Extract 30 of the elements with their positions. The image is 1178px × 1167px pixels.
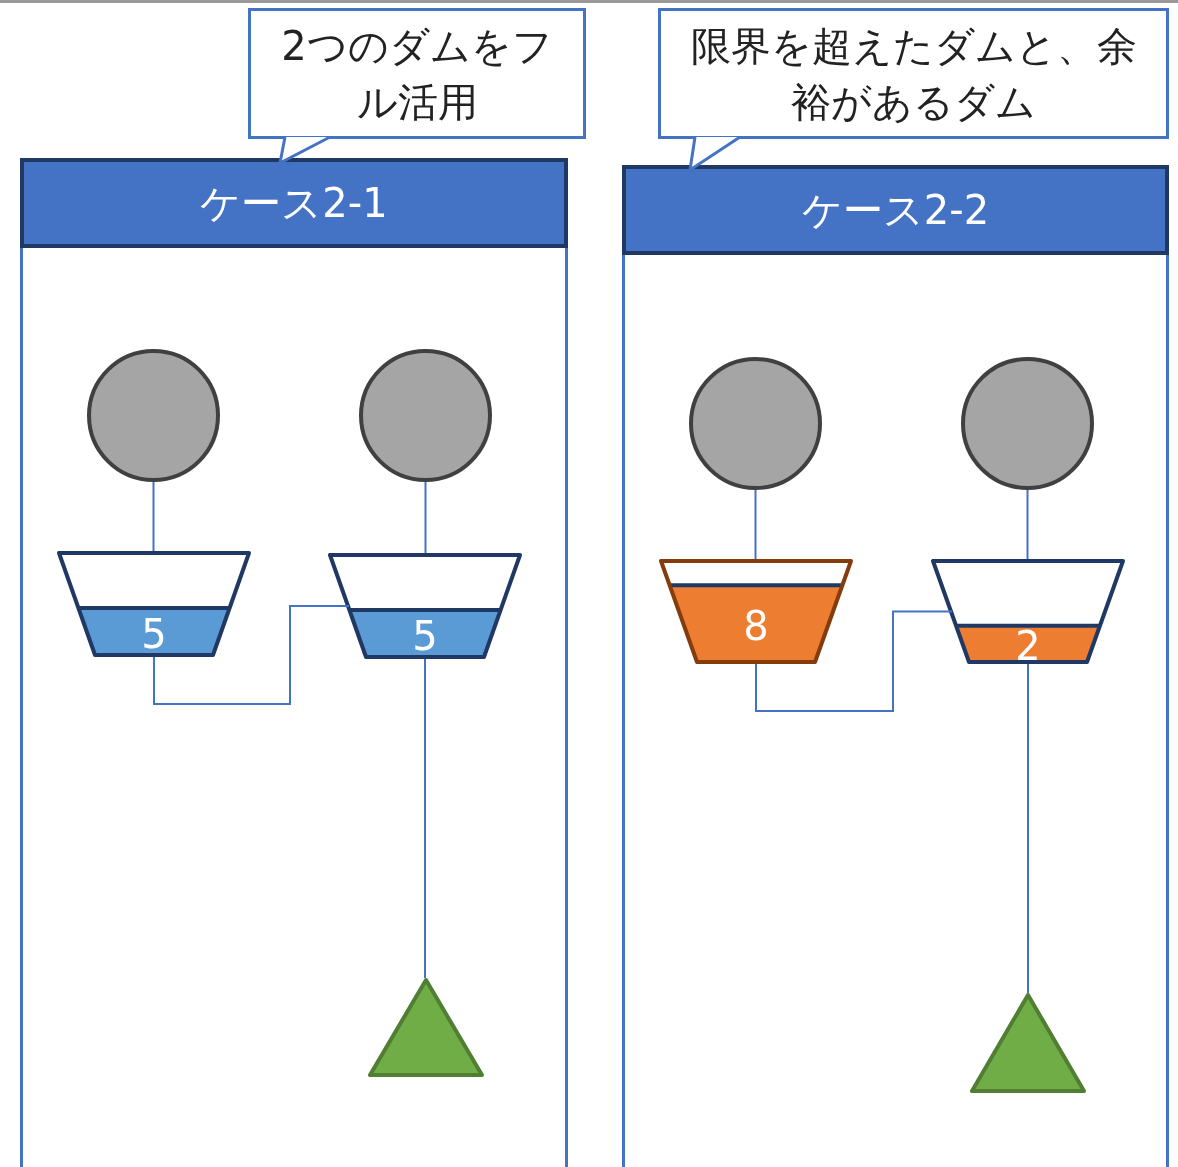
- connector-line: [1027, 663, 1029, 994]
- connector-line: [424, 658, 426, 979]
- callout-box: [248, 8, 586, 139]
- connector-line: [755, 610, 953, 712]
- dam-reservoir: [931, 559, 1125, 664]
- circle-node: [359, 349, 492, 482]
- triangle-node: [970, 993, 1086, 1093]
- water-level-number: 2: [1015, 625, 1041, 666]
- connector-line: [1026, 489, 1029, 560]
- connector-line: [754, 489, 757, 560]
- connector-line: [424, 481, 427, 554]
- triangle-node: [368, 978, 484, 1077]
- circle-node: [87, 349, 220, 482]
- circle-node: [961, 357, 1094, 490]
- dam-reservoir: [57, 551, 251, 657]
- connector-line: [153, 605, 350, 705]
- water-level-number: 5: [141, 613, 167, 654]
- callout-box: [658, 8, 1169, 139]
- callout-text: 2つのダムをフル活用: [280, 21, 554, 127]
- case-panel: [20, 158, 568, 1167]
- circle-node: [689, 357, 822, 490]
- header-band: ケース2-1: [20, 158, 568, 248]
- dam-reservoir: [659, 559, 853, 664]
- callout-text: 限界を超えたダムと、余裕があるダム: [689, 21, 1138, 127]
- dam-reservoir: [328, 553, 522, 659]
- water-level-number: 5: [412, 615, 438, 656]
- case-panel: [622, 165, 1169, 1167]
- header-band: ケース2-2: [622, 165, 1169, 255]
- connector-line: [152, 481, 155, 552]
- water-level-number: 8: [743, 605, 769, 646]
